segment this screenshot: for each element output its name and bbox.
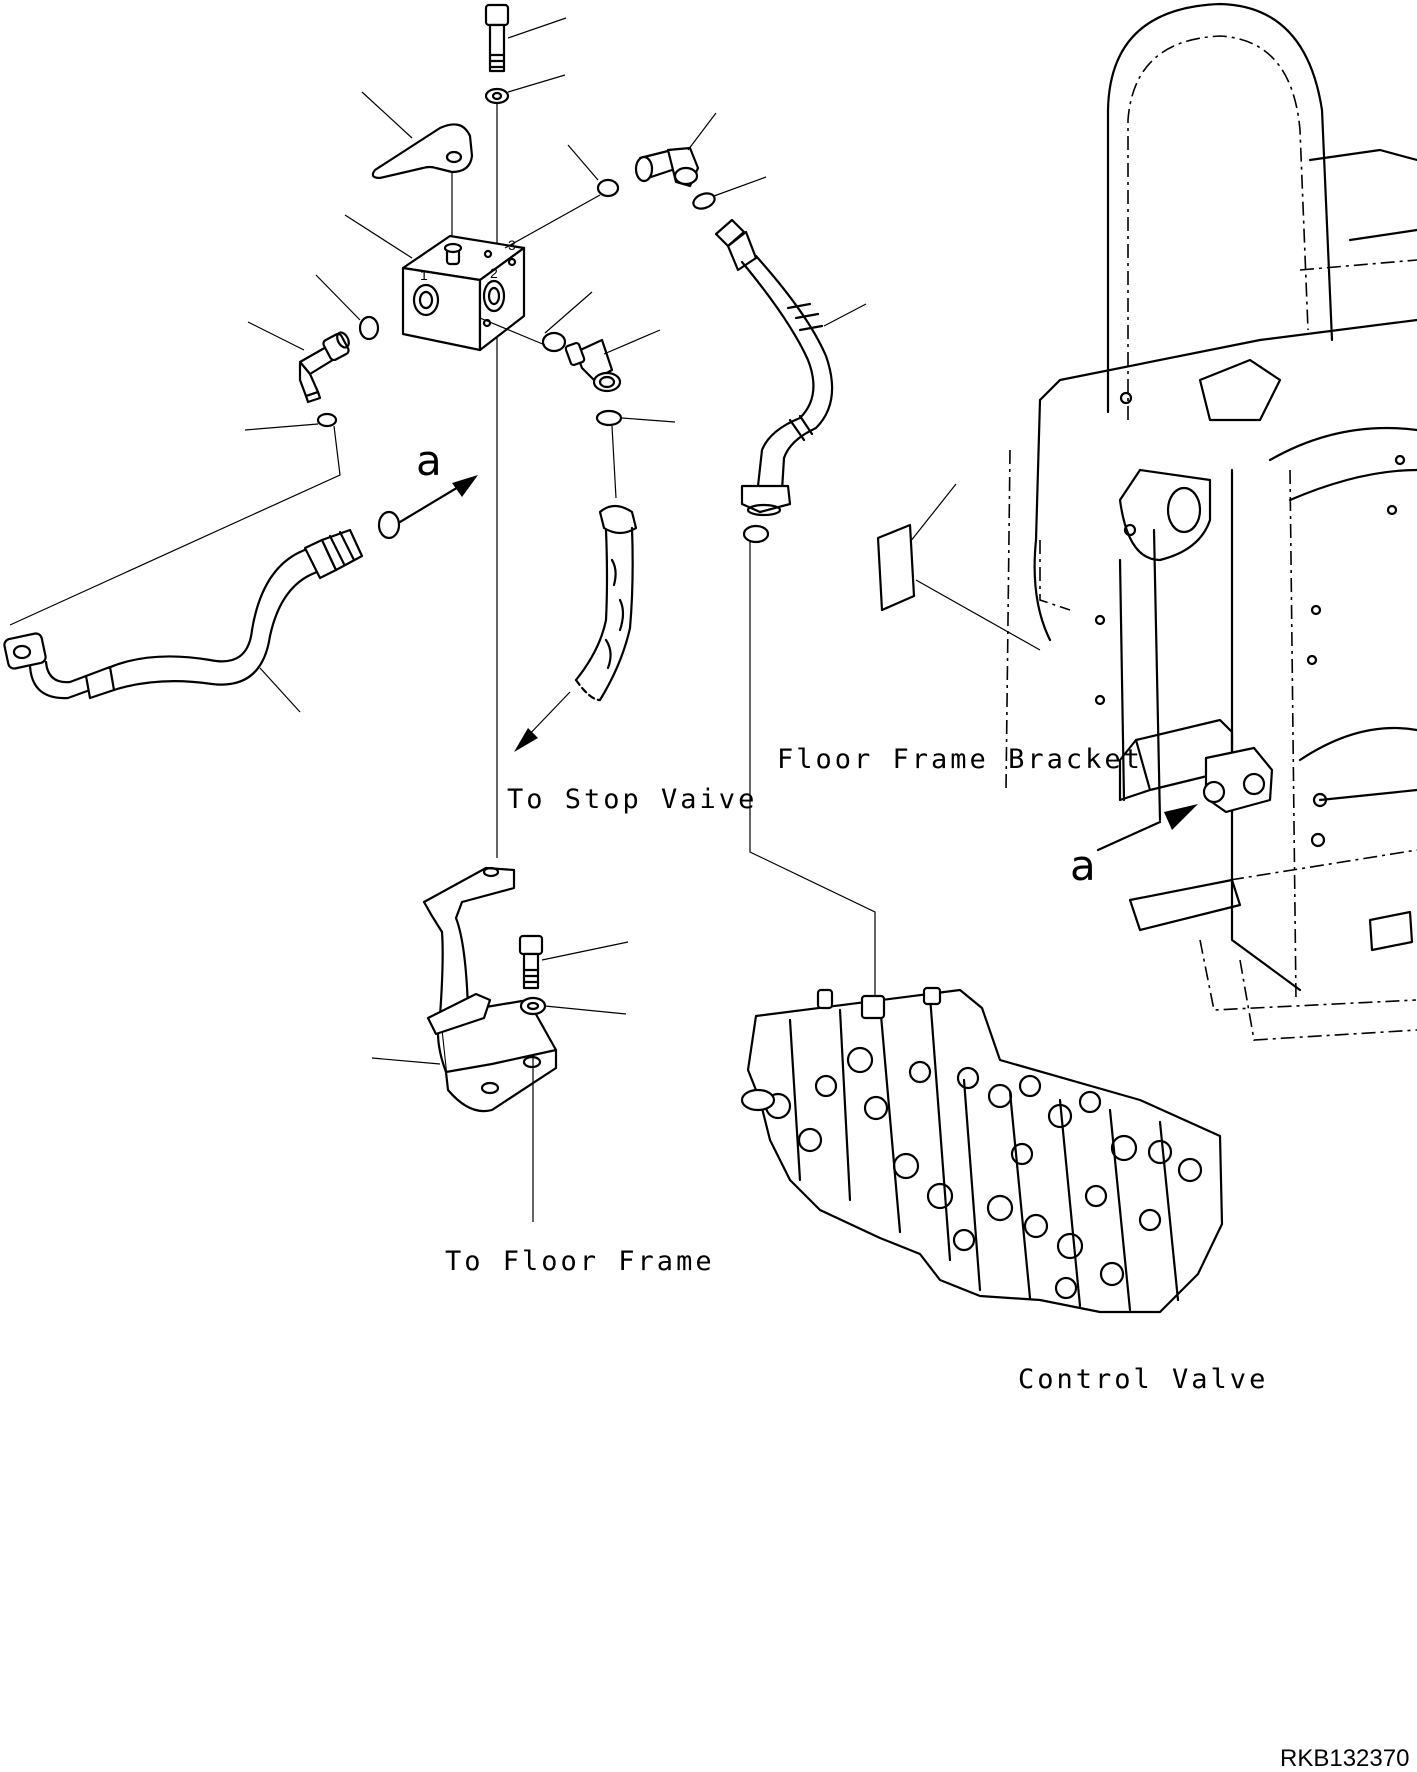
callout-line [541, 941, 629, 961]
callout-line [259, 667, 301, 713]
hose-icon [3, 528, 364, 700]
bracket-icon [422, 866, 558, 1113]
arrow-head-icon [514, 728, 538, 752]
floor-frame-bracket-label: Floor Frame Bracket [777, 744, 1143, 775]
svg-text:3: 3 [508, 237, 516, 253]
label-plate-icon [876, 523, 916, 612]
callout-line [909, 483, 957, 543]
control-valve-icon [740, 986, 1224, 1314]
callout-line [479, 317, 546, 346]
hose-icon [714, 218, 834, 517]
callout-line [611, 425, 617, 499]
frame-structure-icon [1005, 2, 1417, 1041]
callout-line [544, 1005, 627, 1015]
callout-line [247, 321, 305, 351]
drawing-code: RKB132370 [1280, 1745, 1409, 1772]
valve-block-icon: 1 2 3 [401, 234, 526, 352]
o-ring-icon [596, 178, 620, 198]
washer-icon [519, 996, 547, 1016]
o-ring-icon [541, 331, 567, 353]
callout-line [544, 291, 593, 334]
view-a-label-right: a [1070, 841, 1096, 890]
callout-line [687, 112, 717, 151]
hose-icon [574, 504, 638, 702]
callout-line [823, 303, 867, 327]
callout-line [315, 274, 361, 321]
callout-line [244, 423, 319, 431]
callout-line [361, 91, 413, 139]
bolt-icon [518, 934, 544, 990]
bracket-plate-icon [371, 123, 474, 180]
washer-icon [484, 87, 510, 105]
control-valve-label: Control Valve [1018, 1364, 1268, 1395]
callout-line [567, 144, 599, 181]
callout-line [507, 17, 567, 39]
elbow-fitting-icon [564, 338, 622, 393]
o-ring-icon [595, 409, 623, 427]
callout-line [915, 579, 1041, 651]
o-ring-icon [742, 524, 770, 544]
to-floor-frame-label: To Floor Frame [445, 1246, 715, 1277]
arrow-head-icon [452, 475, 478, 497]
o-ring-icon [377, 510, 401, 540]
callout-line [603, 329, 661, 355]
o-ring-icon [692, 192, 716, 210]
callout-line [371, 1057, 441, 1065]
bolt-icon [484, 3, 510, 73]
o-ring-icon [358, 315, 380, 341]
callout-line [504, 194, 601, 249]
svg-text:1: 1 [420, 267, 428, 283]
svg-text:2: 2 [490, 265, 498, 281]
o-ring-icon [316, 412, 338, 428]
callout-line [713, 176, 767, 197]
callout-line [344, 214, 413, 259]
elbow-fitting-icon [298, 331, 350, 404]
callout-line [9, 425, 341, 626]
elbow-fitting-icon [634, 146, 700, 188]
to-stop-valve-label: To Stop Vaive [507, 784, 757, 815]
arrow-icon [1096, 820, 1162, 852]
leader-to-control-valve [749, 542, 876, 995]
view-a-label: a [416, 436, 442, 485]
callout-line [507, 74, 566, 93]
callout-line [621, 417, 676, 423]
arrow-head-icon [1164, 804, 1198, 830]
